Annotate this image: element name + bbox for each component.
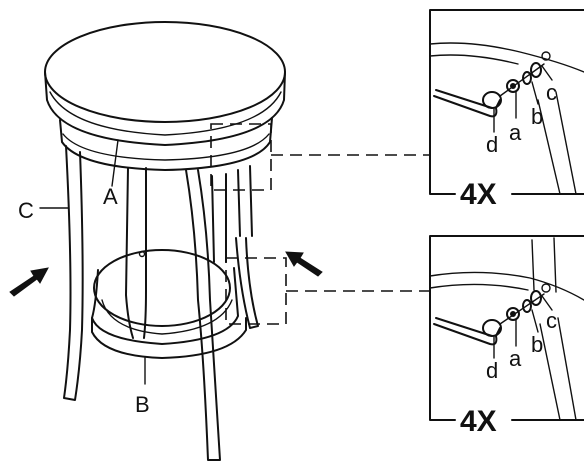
detail-top-label-c: c bbox=[546, 80, 557, 105]
bar-stool bbox=[39, 21, 286, 461]
seat-apron-a bbox=[59, 117, 273, 187]
detail-bottom-label-a: a bbox=[509, 346, 522, 371]
label-part-c: C bbox=[18, 198, 34, 223]
footrest-ring-b bbox=[91, 249, 247, 385]
callout-box-top bbox=[210, 123, 272, 191]
detail-top-label-a: a bbox=[509, 120, 522, 145]
detail-panel-top bbox=[429, 9, 584, 195]
detail-top-label-d: d bbox=[486, 132, 498, 157]
arrow-left bbox=[9, 267, 49, 297]
detail-panel-bottom bbox=[429, 235, 584, 421]
callout-box-bottom bbox=[225, 257, 287, 325]
detail-top-label-b: b bbox=[531, 104, 543, 129]
back-legs bbox=[125, 167, 259, 339]
detail-bottom-quantity: 4X bbox=[460, 405, 497, 438]
label-part-a: A bbox=[103, 184, 118, 209]
detail-bottom-label-c: c bbox=[546, 308, 557, 333]
detail-bottom-label-b: b bbox=[531, 332, 543, 357]
detail-top-quantity: 4X bbox=[460, 178, 497, 211]
arrow-right bbox=[285, 251, 323, 277]
detail-bottom-label-d: d bbox=[486, 358, 498, 383]
front-legs bbox=[63, 145, 253, 461]
label-part-b: B bbox=[135, 392, 150, 417]
seat-cushion bbox=[44, 21, 286, 146]
